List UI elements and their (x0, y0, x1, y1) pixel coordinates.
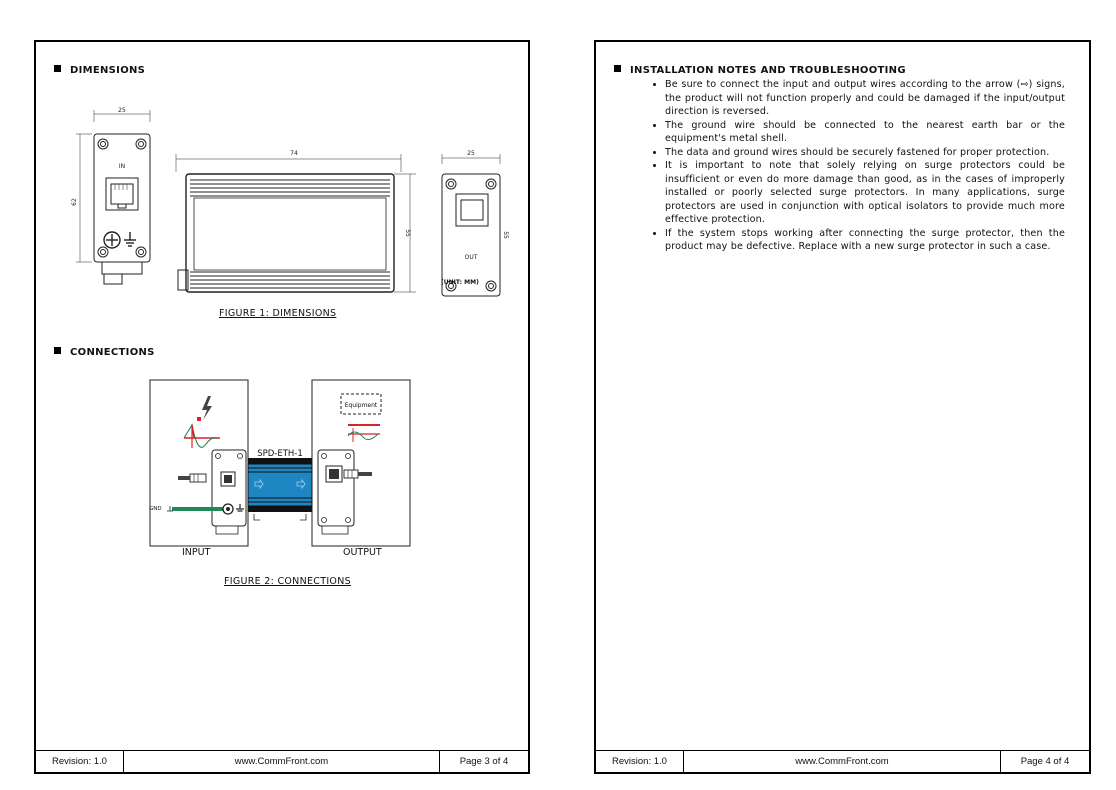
ground-wire (172, 507, 228, 511)
side-view (175, 154, 416, 293)
figure-1-caption: FIGURE 1: DIMENSIONS (219, 308, 337, 319)
surge-waveform-output (347, 424, 380, 442)
rear-view (441, 154, 501, 297)
ground-icon (236, 504, 244, 512)
equipment-box (340, 393, 382, 415)
square-bullet-icon (54, 65, 61, 72)
unit-label: (UNIT: MM) (441, 279, 479, 286)
footer-page-number: Page 4 of 4 (1020, 756, 1070, 767)
footer-website[interactable]: www.CommFront.com (124, 751, 440, 772)
list-item: The data and ground wires should be secu… (665, 146, 1065, 160)
ethernet-plug-icon (343, 469, 372, 479)
ethernet-plug-icon (178, 473, 207, 483)
page-3: DIMENSIONS (34, 40, 530, 774)
surge-waveform-input (183, 423, 220, 448)
arrow-icon (254, 478, 306, 490)
installation-notes-heading: INSTALLATION NOTES AND TROUBLESHOOTING (614, 65, 906, 76)
lightning-icon (197, 396, 212, 421)
connections-diagram: Equipment GND (149, 379, 411, 547)
screw-icon (103, 231, 121, 249)
dim-front-width: 25 (118, 107, 126, 114)
footer-revision: Revision: 1.0 (36, 751, 124, 772)
device-body (247, 463, 313, 507)
dim-side-height: 55 (404, 229, 411, 237)
dim-height: 62 (71, 198, 78, 206)
front-view (76, 110, 151, 285)
device-label: SPD-ETH-1 (257, 449, 303, 459)
output-label: OUTPUT (343, 547, 382, 558)
page-4: INSTALLATION NOTES AND TROUBLESHOOTING B… (594, 40, 1091, 774)
page-footer: Revision: 1.0 www.CommFront.com Page 3 o… (36, 750, 528, 772)
footer-revision: Revision: 1.0 (596, 751, 684, 772)
ground-icon (124, 232, 136, 247)
figure-2-caption: FIGURE 2: CONNECTIONS (224, 576, 351, 587)
square-bullet-icon (54, 347, 61, 354)
footer-page-number: Page 3 of 4 (459, 756, 509, 767)
equipment-label: Equipment (345, 402, 378, 409)
square-bullet-icon (614, 65, 621, 72)
list-item: If the system stops working after connec… (665, 227, 1065, 254)
list-item: The ground wire should be connected to t… (665, 119, 1065, 146)
dimensions-heading: DIMENSIONS (54, 65, 145, 76)
footer-website[interactable]: www.CommFront.com (684, 751, 1001, 772)
dimensions-drawing: 25 74 25 62 55 55 IN OUT (71, 107, 509, 297)
in-label: IN (119, 163, 125, 170)
out-label: OUT (465, 254, 478, 261)
installation-notes-list: Be sure to connect the input and output … (649, 78, 1065, 254)
gnd-label: GND (149, 506, 162, 512)
list-item: It is important to note that solely rely… (665, 159, 1065, 227)
page-footer: Revision: 1.0 www.CommFront.com Page 4 o… (596, 750, 1089, 772)
connections-heading: CONNECTIONS (54, 347, 155, 358)
dim-rear-width: 25 (467, 150, 475, 157)
dim-rear-height: 55 (502, 231, 509, 239)
ground-icon (167, 506, 173, 512)
rj45-port-icon (105, 177, 139, 211)
dim-side-length: 74 (290, 150, 298, 157)
input-label: INPUT (182, 547, 211, 558)
list-item: Be sure to connect the input and output … (665, 78, 1065, 119)
